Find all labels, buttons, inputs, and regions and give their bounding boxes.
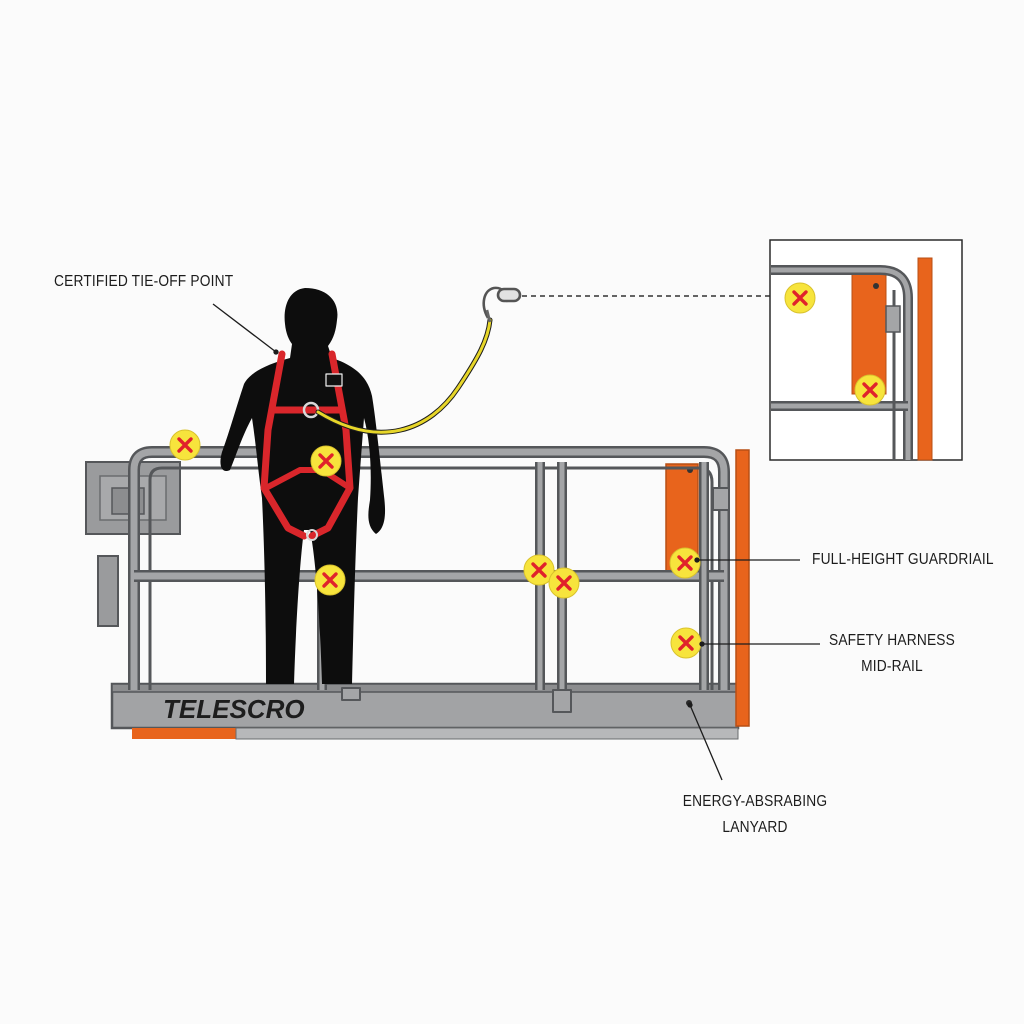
- tie-off-point-label: CERTIFIED TIE-OFF POINT: [54, 273, 234, 290]
- energy-absorbing-lanyard: [315, 286, 785, 435]
- hazard-x-icon: [313, 563, 347, 597]
- worker-silhouette: [220, 288, 386, 684]
- guardrail-frame: [128, 446, 730, 713]
- harness-label-line2: MID-RAIL: [861, 658, 923, 675]
- callout-leaders: [212, 303, 820, 781]
- hazard-x-icon: [309, 444, 343, 478]
- hazard-x-icon: [168, 428, 202, 462]
- anchor-detail-inset: [769, 239, 963, 461]
- hazard-x-icon: [668, 546, 702, 580]
- snap-hook-icon: [482, 286, 522, 323]
- harness-label-line1: SAFETY HARNESS: [828, 632, 956, 649]
- lanyard-label-line2: LANYARD: [722, 819, 788, 836]
- hazard-x-icon: [853, 373, 887, 407]
- guardrail-label: FULL-HEIGHT GUARDRIAIL: [812, 551, 994, 568]
- platform-floor: TELESCRO: [110, 682, 740, 740]
- platform-brand-label: TELESCRO: [163, 694, 305, 724]
- hazard-x-icon: [669, 626, 703, 660]
- safety-harness: [260, 350, 354, 541]
- hazard-x-icon: [547, 566, 581, 600]
- hazard-x-icon: [783, 281, 817, 315]
- floor-orange-strip-left: [132, 728, 236, 739]
- lanyard-label-line1: ENERGY-ABSRABING: [682, 793, 828, 810]
